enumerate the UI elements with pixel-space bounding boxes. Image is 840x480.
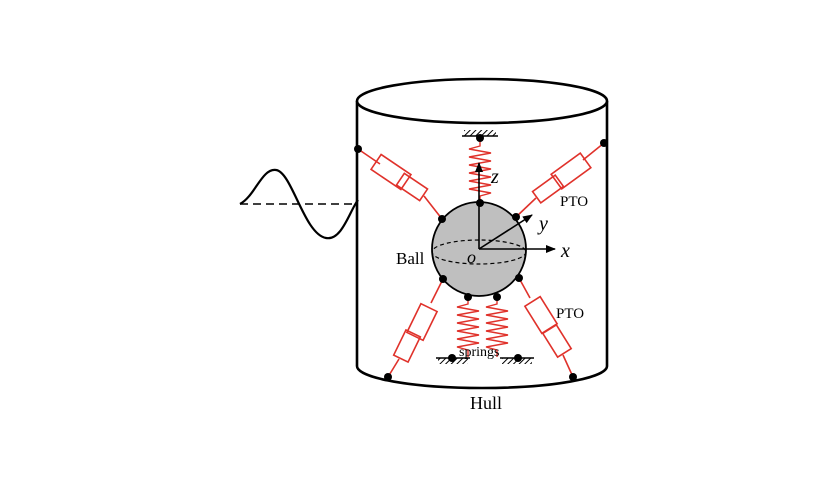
y-axis-label: y [537, 213, 548, 235]
hull-cylinder [355, 77, 609, 390]
ground-top-icon [464, 130, 496, 136]
pto-label-lower: PTO [556, 306, 584, 322]
origin-label: o [467, 247, 476, 267]
hull-label: Hull [470, 393, 502, 413]
pto-damper-upper-left [357, 148, 443, 220]
sine-wave-icon [239, 168, 359, 240]
springs-label: springs [459, 345, 499, 360]
y-axis-arrow [478, 214, 533, 250]
z-axis-label: z [490, 166, 499, 188]
connection-nodes [354, 134, 608, 381]
ball-label: Ball [396, 249, 425, 268]
pto-damper-upper-right [515, 142, 605, 218]
pto-damper-lower-left [387, 278, 444, 378]
x-axis-label: x [560, 240, 570, 262]
pto-label-upper: PTO [560, 194, 588, 210]
